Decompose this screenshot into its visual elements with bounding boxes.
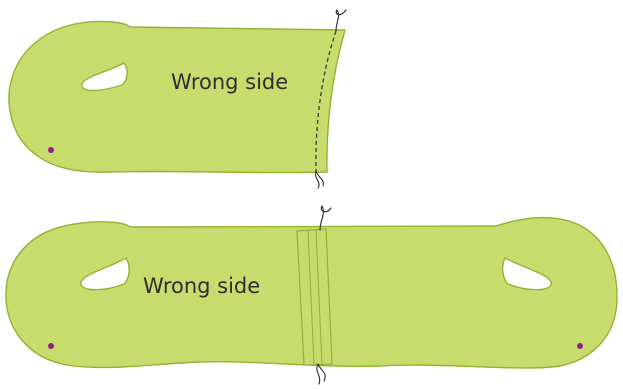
top-stitch-line xyxy=(315,30,337,172)
top-marking-dot xyxy=(48,147,54,153)
seam-fold-line-right xyxy=(315,229,323,366)
top-thread-lower xyxy=(314,170,324,189)
bottom-thread-lower xyxy=(316,363,326,385)
top-fabric-piece: Wrong side xyxy=(8,9,347,189)
bottom-fabric-piece: Wrong side xyxy=(5,204,618,385)
seam-fold-line-left xyxy=(307,229,315,366)
top-wrong-side-label: Wrong side xyxy=(171,70,288,94)
top-thread-upper xyxy=(335,9,347,32)
top-fabric-shape xyxy=(8,20,346,174)
bottom-left-marking-dot xyxy=(48,343,54,349)
seam-allowance-strip xyxy=(296,228,333,366)
bottom-thread-upper xyxy=(319,204,332,231)
bottom-right-marking-dot xyxy=(577,343,583,349)
bottom-wrong-side-label: Wrong side xyxy=(143,274,260,298)
